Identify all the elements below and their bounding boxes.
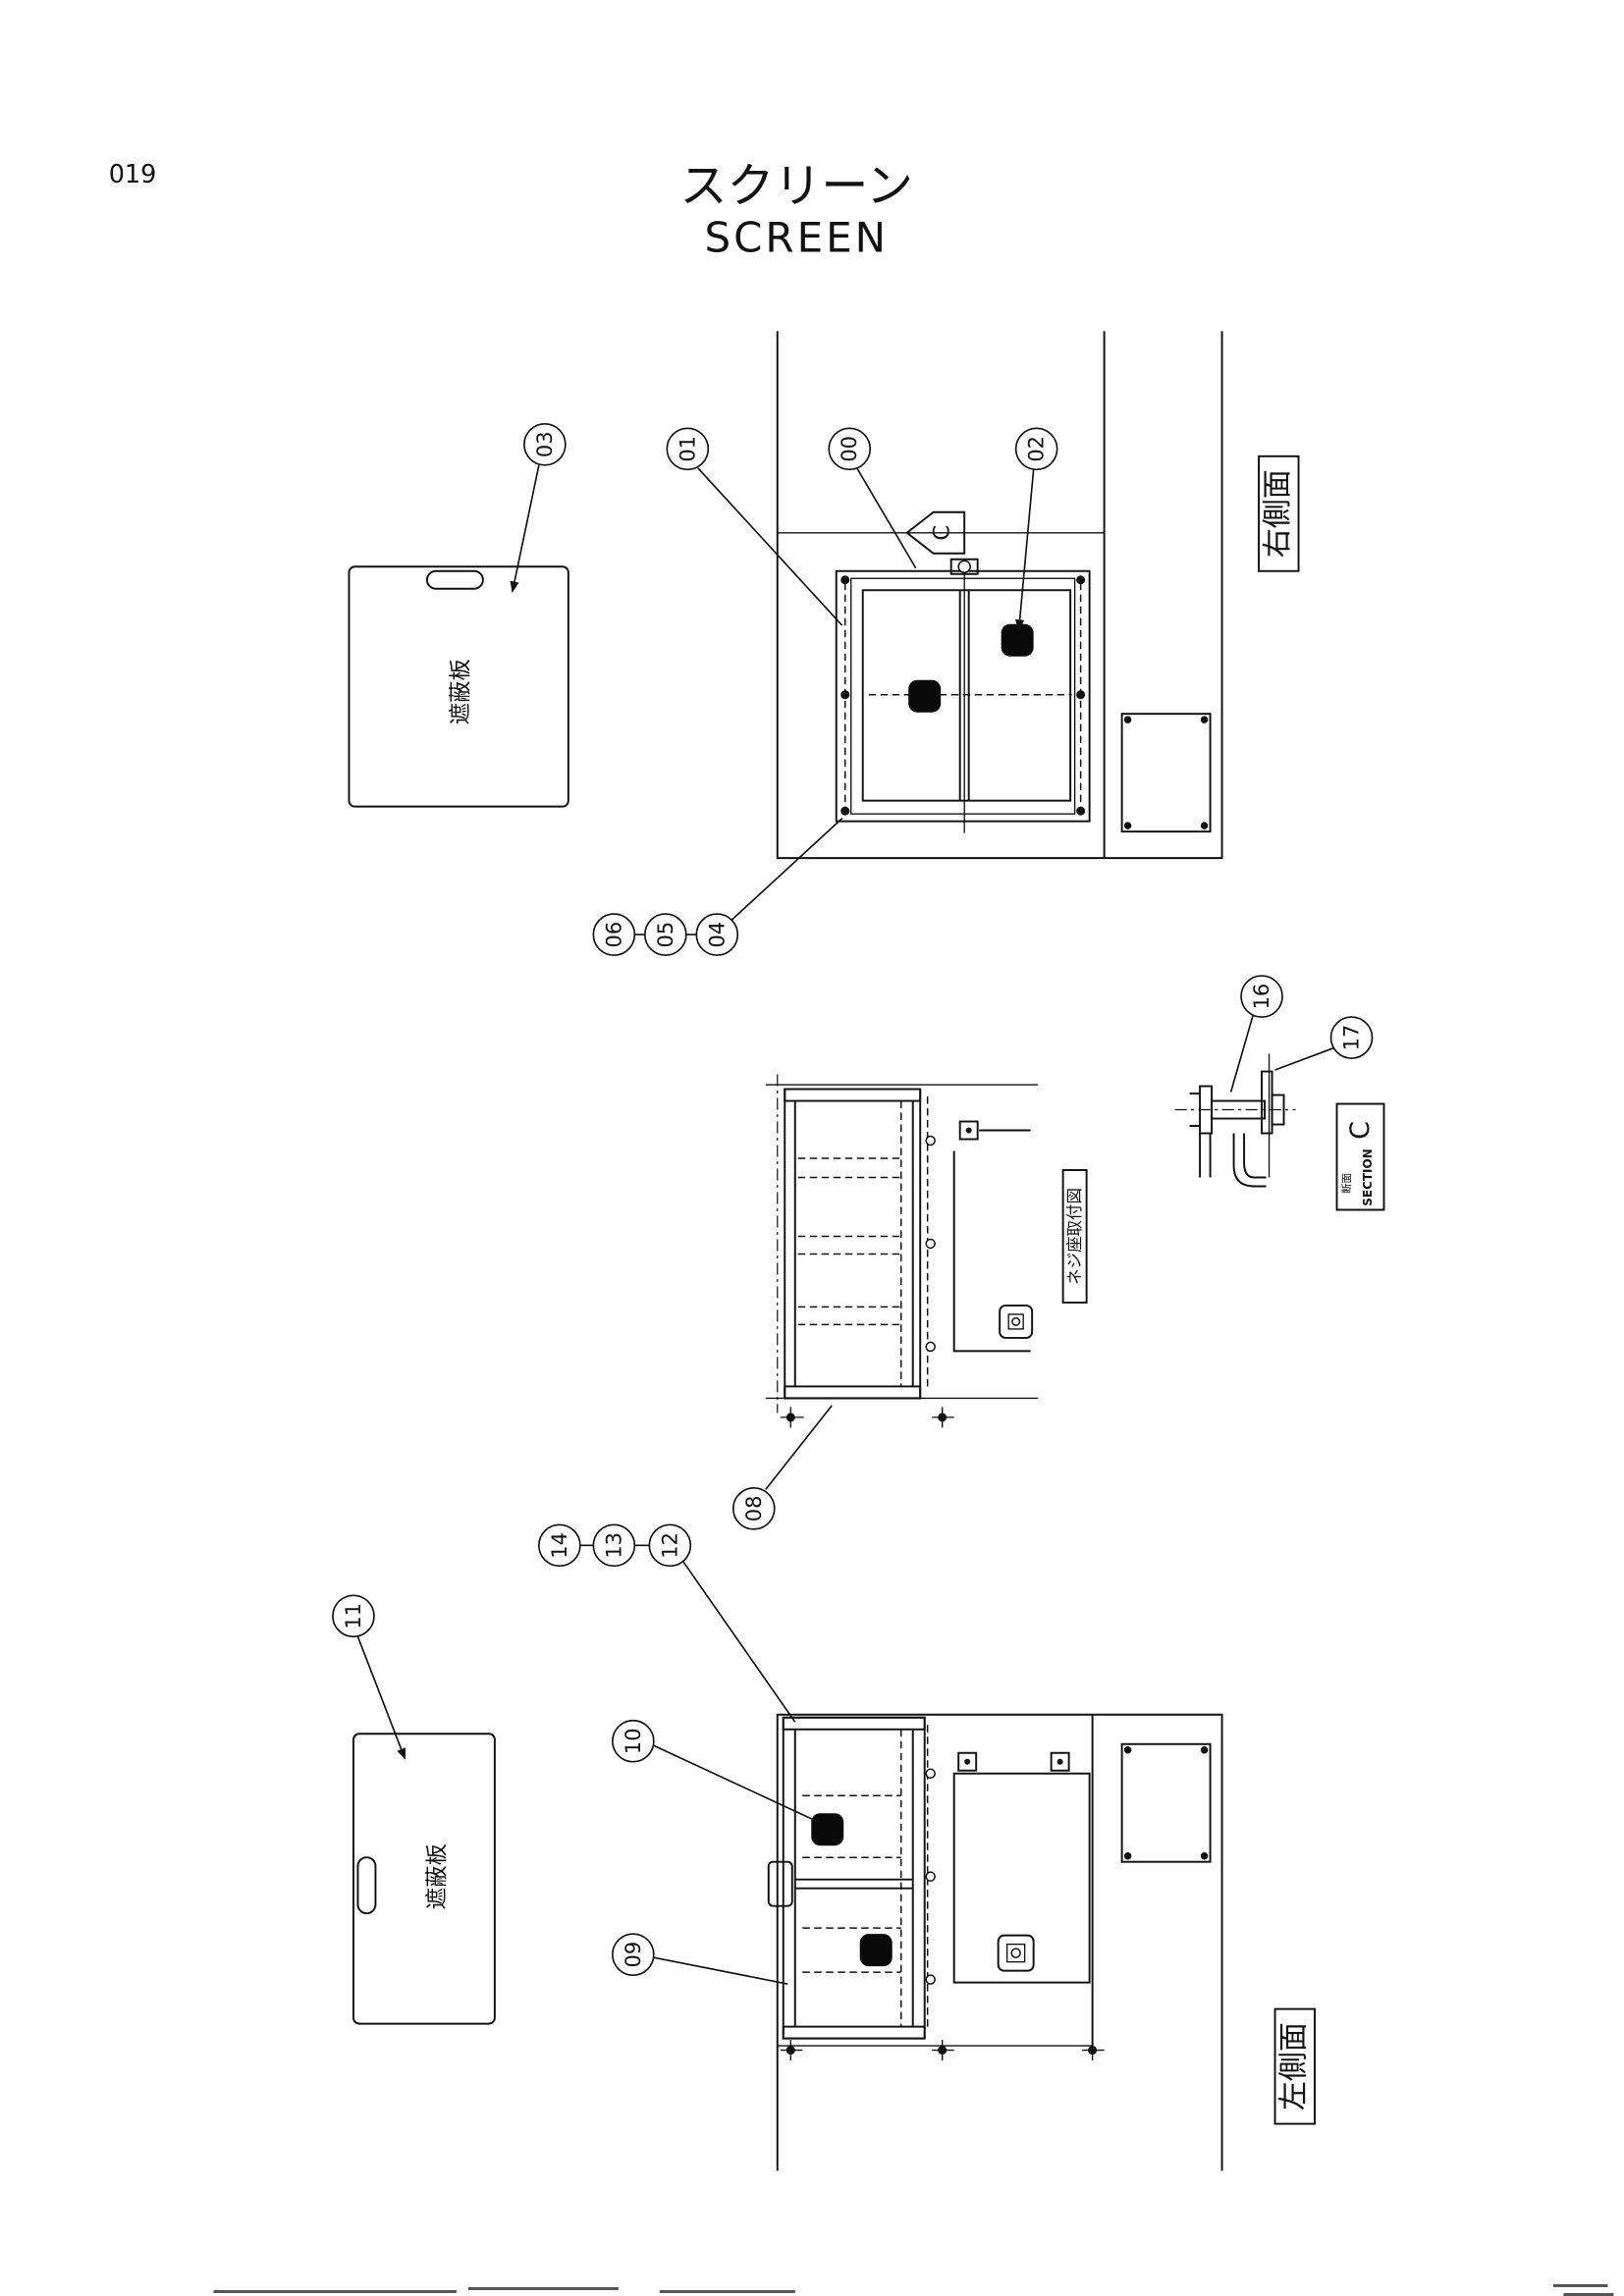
handle-tab bbox=[767, 1860, 793, 1907]
svg-text:ネジ座取付図: ネジ座取付図 bbox=[1065, 1188, 1084, 1285]
callout-00: 00 bbox=[828, 427, 872, 471]
left-side-view-label: 左側面 bbox=[1273, 2007, 1317, 2125]
callout-08: 08 bbox=[731, 1487, 776, 1530]
right-side-view: C 右側面 bbox=[776, 331, 1300, 860]
callout-10: 10 bbox=[612, 1719, 655, 1763]
access-panel-right bbox=[1120, 713, 1212, 833]
access-panel-left bbox=[1120, 1742, 1212, 1863]
svg-text:13: 13 bbox=[602, 1532, 625, 1559]
svg-text:05: 05 bbox=[654, 922, 677, 948]
cover-plate-upper-label: 遮蔽板 bbox=[448, 659, 473, 724]
callout-02: 02 bbox=[1014, 427, 1058, 471]
view-arrow-c: C bbox=[905, 510, 966, 555]
svg-text:06: 06 bbox=[602, 922, 625, 948]
svg-text:03: 03 bbox=[533, 431, 557, 457]
scan-artifacts bbox=[213, 2284, 1614, 2296]
callout-16: 16 bbox=[1240, 975, 1283, 1018]
svg-text:左側面: 左側面 bbox=[1277, 2022, 1312, 2110]
svg-text:11: 11 bbox=[342, 1603, 365, 1629]
callout-05: 05 bbox=[643, 913, 687, 956]
page-title-ja: スクリーン bbox=[680, 158, 913, 213]
screen-frame-right bbox=[835, 558, 1091, 833]
cover-plate-lower-label: 遮蔽板 bbox=[424, 1843, 450, 1909]
svg-text:14: 14 bbox=[548, 1532, 571, 1559]
handle-slot bbox=[425, 569, 484, 590]
right-side-view-label: 右側面 bbox=[1258, 454, 1300, 572]
clip-top bbox=[949, 558, 979, 575]
view-arrow-letter: C bbox=[930, 525, 955, 541]
section-label-ja: 断面 bbox=[1340, 1173, 1353, 1194]
callout-01: 01 bbox=[666, 427, 710, 471]
callout-14: 14 bbox=[538, 1523, 581, 1568]
svg-text:01: 01 bbox=[676, 436, 699, 462]
callout-17: 17 bbox=[1329, 1016, 1374, 1059]
section-c-label: 断面 SECTION C bbox=[1335, 1102, 1385, 1211]
cover-plate-upper: 遮蔽板 bbox=[348, 565, 569, 808]
magnet-lower bbox=[908, 679, 942, 713]
svg-text:右側面: 右側面 bbox=[1261, 469, 1295, 558]
magnet-upper bbox=[1001, 623, 1034, 657]
callout-12: 12 bbox=[648, 1523, 692, 1568]
screen-frame-left bbox=[767, 1716, 929, 2040]
svg-text:17: 17 bbox=[1340, 1025, 1364, 1051]
page-number: 019 bbox=[109, 160, 157, 189]
svg-text:09: 09 bbox=[622, 1942, 645, 1968]
magnet-left-lower bbox=[859, 1934, 893, 1967]
svg-text:10: 10 bbox=[622, 1728, 645, 1754]
section-c-detail bbox=[1174, 1053, 1296, 1188]
callout-04: 04 bbox=[695, 913, 739, 956]
magnet-left-upper bbox=[811, 1813, 844, 1846]
svg-text:12: 12 bbox=[658, 1532, 681, 1559]
callout-03: 03 bbox=[523, 422, 567, 466]
cover-plate-lower: 遮蔽板 bbox=[352, 1733, 496, 2025]
control-box-left bbox=[952, 1772, 1091, 1984]
page-title-en: SCREEN bbox=[704, 213, 889, 261]
svg-text:16: 16 bbox=[1250, 984, 1273, 1010]
section-letter: C bbox=[1345, 1121, 1376, 1140]
svg-text:08: 08 bbox=[742, 1495, 766, 1522]
callout-09: 09 bbox=[612, 1933, 655, 1976]
screw-seat-view-label: ネジ座取付図 bbox=[1061, 1169, 1088, 1304]
svg-text:02: 02 bbox=[1025, 436, 1049, 462]
nameplate-left bbox=[997, 1934, 1035, 1972]
svg-text:00: 00 bbox=[838, 436, 861, 462]
svg-text:04: 04 bbox=[705, 922, 729, 948]
section-label-en: SECTION bbox=[1361, 1148, 1375, 1205]
callout-11: 11 bbox=[332, 1594, 375, 1638]
screw-seat-view: ネジ座取付図 bbox=[765, 1074, 1088, 1428]
left-side-view: 左側面 bbox=[767, 1713, 1317, 2171]
callout-06: 06 bbox=[592, 913, 636, 956]
nameplate-small bbox=[999, 1304, 1034, 1339]
handle-slot-lower bbox=[356, 1856, 377, 1915]
callout-13: 13 bbox=[592, 1523, 636, 1568]
